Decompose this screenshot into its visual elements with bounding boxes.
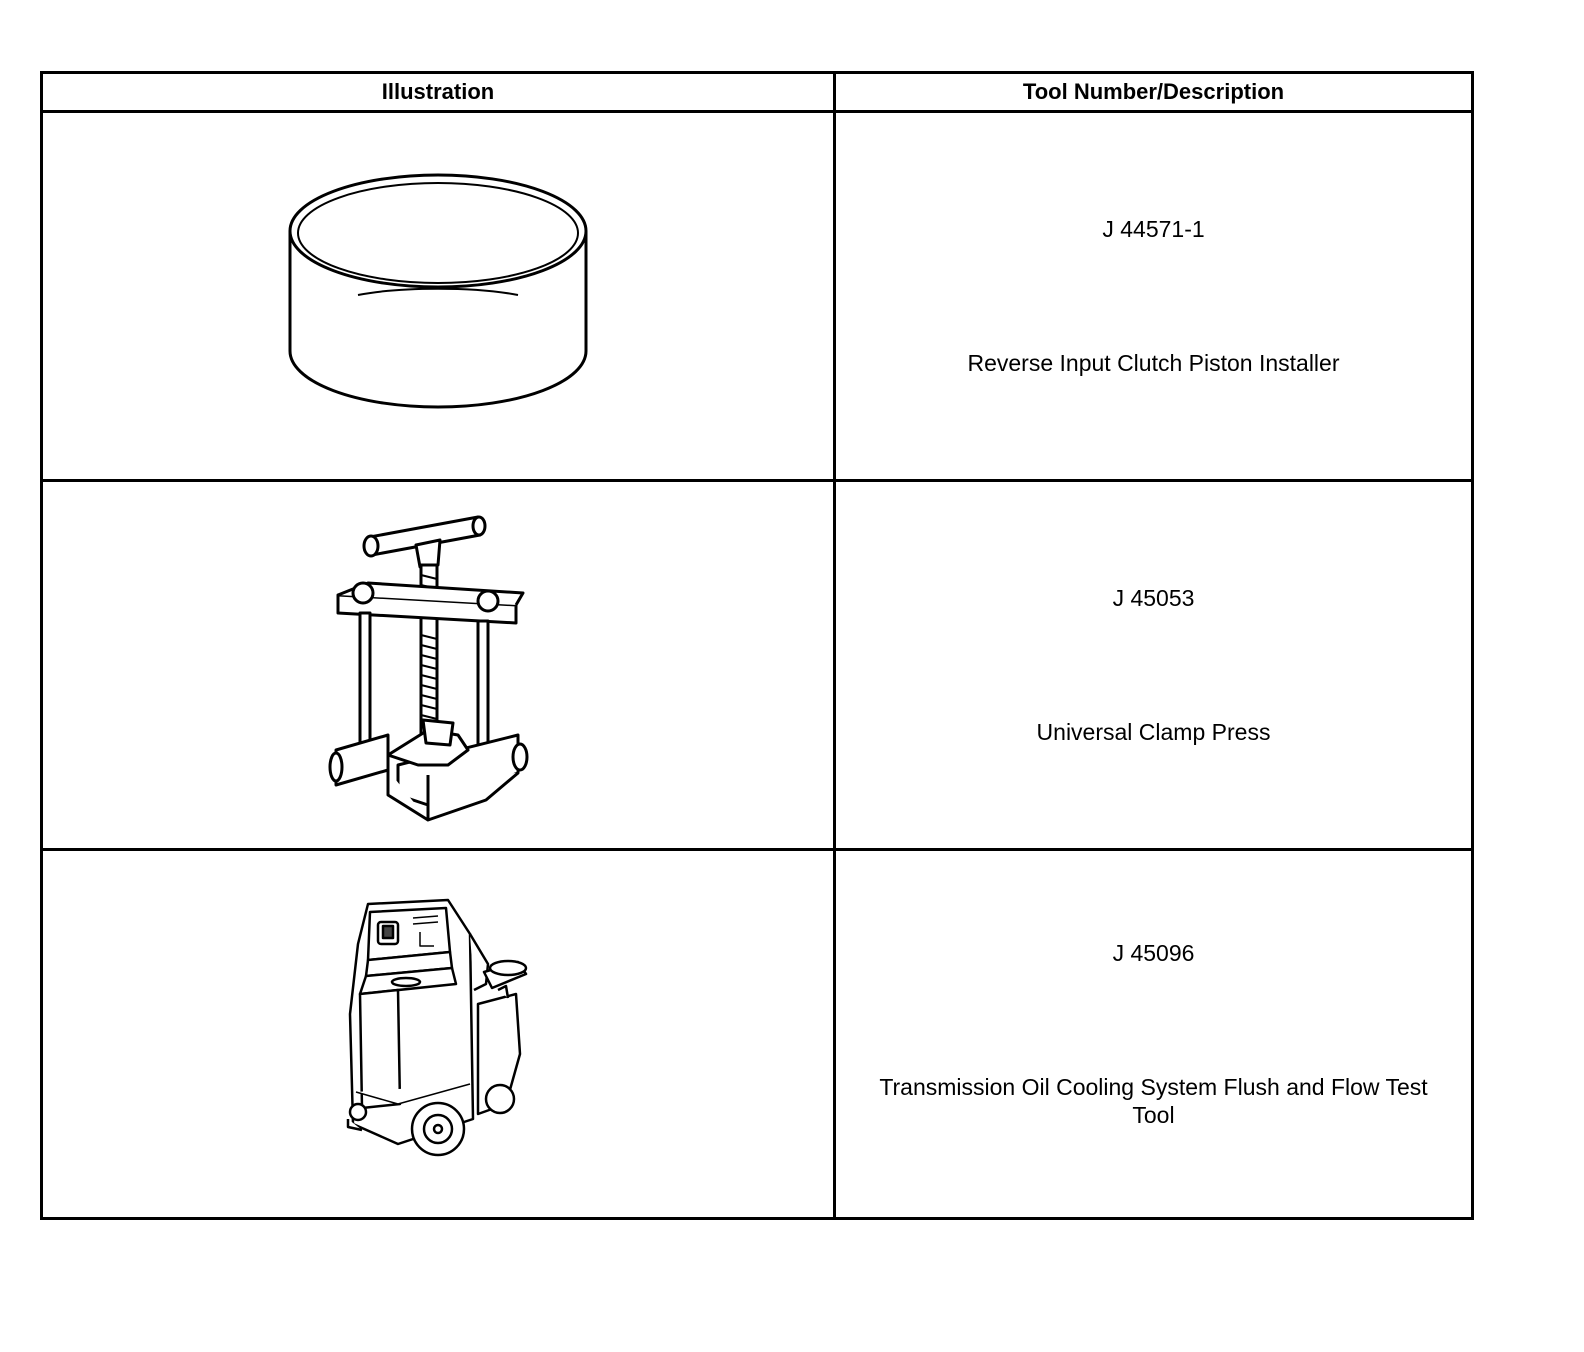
flush-cart-icon xyxy=(346,898,528,1157)
description-cell: J 45053 Universal Clamp Press xyxy=(833,479,1474,851)
header-tool-number-description: Tool Number/Description xyxy=(833,71,1474,113)
tool-description: Transmission Oil Cooling System Flush an… xyxy=(879,1074,1428,1128)
piston-installer-ring-icon xyxy=(288,173,588,409)
table-row: J 45053 Universal Clamp Press xyxy=(40,479,1474,851)
description-cell: J 45096 Transmission Oil Cooling System … xyxy=(833,848,1474,1220)
special-tools-table: Illustration Tool Number/Description J 4… xyxy=(40,71,1474,1220)
table-header-row: Illustration Tool Number/Description xyxy=(40,71,1474,113)
table-row: J 45096 Transmission Oil Cooling System … xyxy=(40,848,1474,1220)
header-illustration: Illustration xyxy=(40,71,836,113)
illustration-cell xyxy=(40,479,836,851)
illustration-cell xyxy=(40,848,836,1220)
tool-number: J 45096 xyxy=(1112,940,1195,966)
table-row: J 44571-1 Reverse Input Clutch Piston In… xyxy=(40,110,1474,482)
illustration-cell xyxy=(40,110,836,482)
tool-number: J 44571-1 xyxy=(1102,216,1205,242)
tool-description: Reverse Input Clutch Piston Installer xyxy=(967,350,1340,376)
clamp-press-icon xyxy=(328,515,529,822)
tool-description: Universal Clamp Press xyxy=(1036,719,1271,745)
tool-number: J 45053 xyxy=(1112,585,1195,611)
description-cell: J 44571-1 Reverse Input Clutch Piston In… xyxy=(833,110,1474,482)
